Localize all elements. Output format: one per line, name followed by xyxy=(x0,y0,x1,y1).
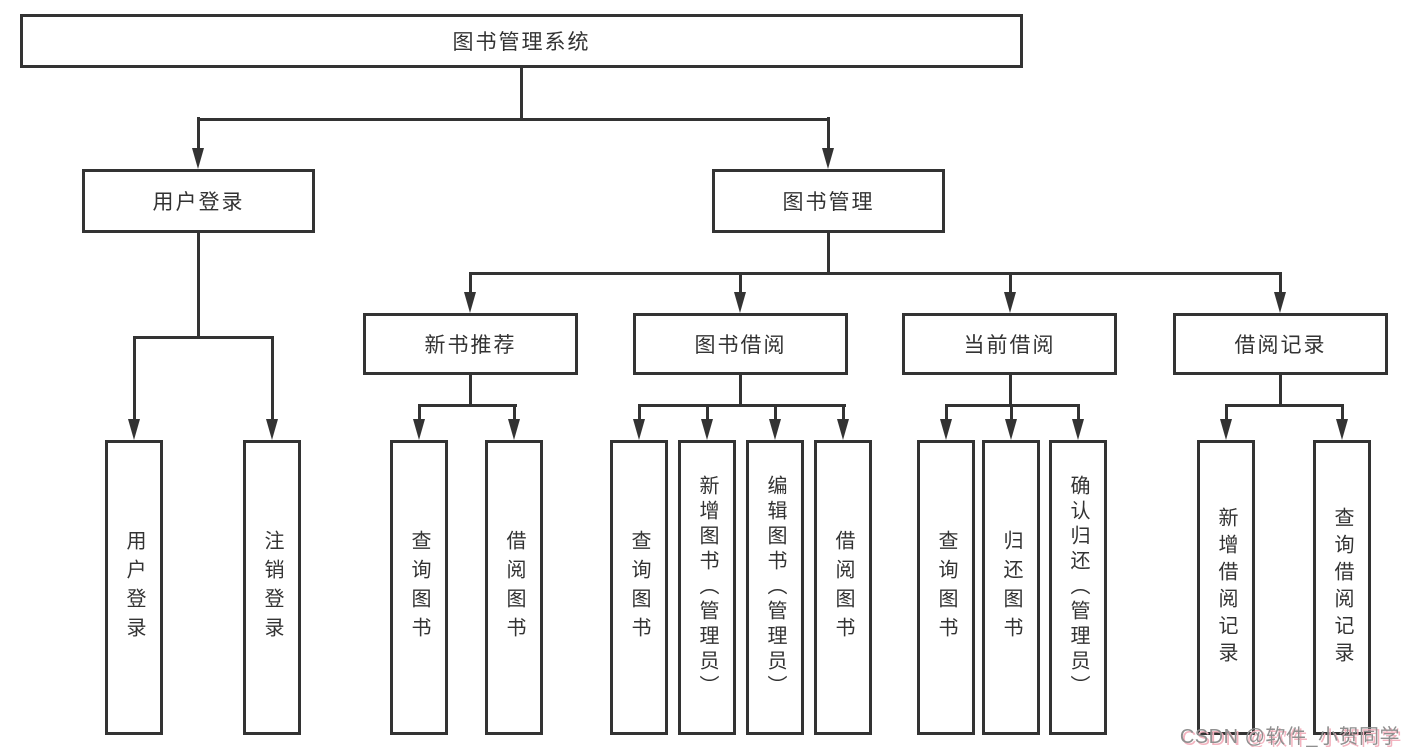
node-label: 查询借阅记录 xyxy=(1331,506,1353,669)
node-book-borrowing: 图书借阅 xyxy=(633,313,848,375)
arrowhead-icon xyxy=(701,419,713,440)
connector-line xyxy=(738,272,742,295)
arrowhead-icon xyxy=(464,292,476,313)
arrowhead-icon xyxy=(734,292,746,313)
arrowhead-icon xyxy=(633,419,645,440)
node-label: 用户登录 xyxy=(123,529,145,646)
node-label: 查询图书 xyxy=(628,529,650,646)
arrowhead-icon xyxy=(837,419,849,440)
arrowhead-icon xyxy=(1220,419,1232,440)
node-leaf-bb-query-book: 查询图书 xyxy=(610,440,668,735)
node-leaf-user-login: 用户登录 xyxy=(105,440,163,735)
connector-line xyxy=(1279,375,1282,406)
connector-line xyxy=(512,404,516,422)
csdn-watermark: CSDN @软件_小贺同学 xyxy=(1179,726,1400,747)
node-label: 借阅图书 xyxy=(503,529,525,646)
arrowhead-icon xyxy=(1336,419,1348,440)
connector-line xyxy=(196,118,830,121)
node-label: 图书借阅 xyxy=(694,334,787,357)
connector-line xyxy=(468,272,472,295)
node-borrowing-records: 借阅记录 xyxy=(1173,313,1388,375)
connector-line xyxy=(417,404,421,422)
connector-line xyxy=(417,404,517,407)
node-leaf-br-query-record: 查询借阅记录 xyxy=(1313,440,1371,735)
node-label: 编辑图书（管理员） xyxy=(764,475,786,700)
node-root: 图书管理系统 xyxy=(20,14,1023,68)
arrowhead-icon xyxy=(940,419,952,440)
connector-line xyxy=(1224,404,1228,422)
node-leaf-nb-query-book: 查询图书 xyxy=(390,440,448,735)
node-leaf-nb-borrow-book: 借阅图书 xyxy=(485,440,543,735)
connector-line xyxy=(1008,272,1012,295)
node-label: 新书推荐 xyxy=(424,334,517,357)
node-label: 借阅图书 xyxy=(832,529,854,646)
node-leaf-bb-add-book-admin: 新增图书（管理员） xyxy=(678,440,736,735)
arrowhead-icon xyxy=(413,419,425,440)
node-label: 归还图书 xyxy=(1000,529,1022,646)
connector-line xyxy=(1340,404,1344,422)
connector-line xyxy=(1224,404,1344,407)
arrowhead-icon xyxy=(822,148,834,169)
connector-line xyxy=(637,404,641,422)
node-leaf-cb-query-book: 查询图书 xyxy=(917,440,975,735)
connector-line xyxy=(196,117,200,150)
node-leaf-bb-edit-book-admin: 编辑图书（管理员） xyxy=(746,440,804,735)
node-label: 借阅记录 xyxy=(1234,334,1327,357)
connector-line xyxy=(132,336,136,422)
node-book-management: 图书管理 xyxy=(712,169,945,233)
connector-line xyxy=(705,404,709,422)
arrowhead-icon xyxy=(769,419,781,440)
node-label: 图书管理 xyxy=(782,191,875,214)
connector-line xyxy=(1009,404,1013,422)
connector-line xyxy=(1278,272,1282,295)
arrowhead-icon xyxy=(1004,292,1016,313)
connector-line xyxy=(841,404,845,422)
arrowhead-icon xyxy=(128,419,140,440)
connector-line xyxy=(1076,404,1080,422)
connector-line xyxy=(270,336,274,422)
connector-line xyxy=(196,233,200,338)
node-label: 确认归还（管理员） xyxy=(1067,475,1089,700)
node-label: 查询图书 xyxy=(408,529,430,646)
connector-line xyxy=(773,404,777,422)
arrowhead-icon xyxy=(1274,292,1286,313)
node-leaf-bb-borrow-book: 借阅图书 xyxy=(814,440,872,735)
node-label: 查询图书 xyxy=(935,529,957,646)
node-user-login: 用户登录 xyxy=(82,169,315,233)
node-current-borrowing: 当前借阅 xyxy=(902,313,1117,375)
connector-line xyxy=(826,233,830,274)
arrowhead-icon xyxy=(266,419,278,440)
node-new-book-recommend: 新书推荐 xyxy=(363,313,578,375)
node-label: 新增图书（管理员） xyxy=(696,475,718,700)
node-label: 当前借阅 xyxy=(963,334,1056,357)
connector-line xyxy=(132,336,274,339)
node-leaf-br-add-record: 新增借阅记录 xyxy=(1197,440,1255,735)
connector-line xyxy=(1009,375,1012,406)
arrowhead-icon xyxy=(192,148,204,169)
arrowhead-icon xyxy=(1005,419,1017,440)
connector-line xyxy=(637,404,846,407)
connector-line xyxy=(519,68,523,121)
connector-line xyxy=(739,375,742,406)
connector-line xyxy=(826,117,830,150)
connector-line xyxy=(468,272,1282,275)
node-leaf-logout: 注销登录 xyxy=(243,440,301,735)
node-leaf-cb-return-book: 归还图书 xyxy=(982,440,1040,735)
node-label: 用户登录 xyxy=(152,191,245,214)
connector-line xyxy=(944,404,948,422)
node-label: 注销登录 xyxy=(261,529,283,646)
connector-line xyxy=(469,375,472,406)
node-leaf-cb-confirm-return-admin: 确认归还（管理员） xyxy=(1049,440,1107,735)
arrowhead-icon xyxy=(508,419,520,440)
arrowhead-icon xyxy=(1072,419,1084,440)
node-label: 图书管理系统 xyxy=(452,31,591,54)
node-label: 新增借阅记录 xyxy=(1215,506,1237,669)
